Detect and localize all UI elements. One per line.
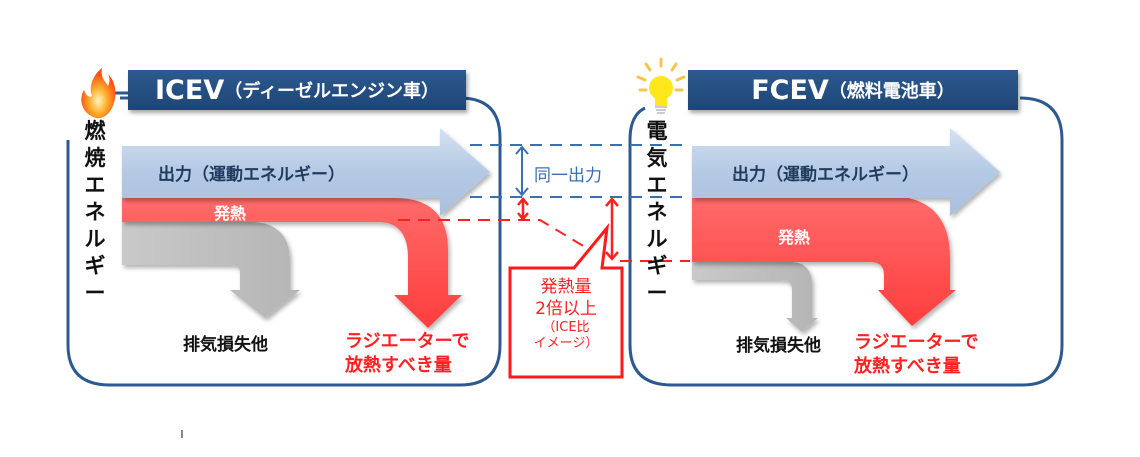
same-output-label: 同一出力	[534, 166, 602, 186]
flame-icon	[81, 68, 116, 119]
icev-title: ICEV （ディーゼルエンジン車）	[128, 70, 466, 110]
icev-loss-arrow	[122, 222, 300, 318]
fcev-title-sub: （燃料電池車）	[828, 81, 955, 102]
icev-loss-label: 排気損失他	[183, 335, 268, 355]
fcev-heat-double-arrow	[605, 197, 619, 261]
fcev-title-main: FCEV	[751, 74, 829, 106]
icev-heat-label: 発熱	[214, 204, 247, 223]
callout-box	[508, 223, 624, 379]
fcev-radiator-label: ラジエーターで 放熱すべき量	[854, 332, 979, 377]
lightbulb-icon	[636, 57, 686, 114]
fcev-output-arrow	[692, 128, 1000, 216]
same-output-double-arrow	[515, 145, 529, 197]
icev-heat-arrow	[122, 198, 462, 328]
fcev-input-energy-label: 電 気 エ ネ ル ギ ー	[646, 119, 668, 305]
icev-output-label: 出力（運動エネルギー）	[158, 165, 345, 185]
stray-mark	[181, 430, 183, 438]
fcev-heat-arrow	[692, 196, 956, 326]
fcev-output-label: 出力（運動エネルギー）	[732, 165, 919, 185]
callout-text: 発熱量 2倍以上 （ICE比 イメージ）	[533, 277, 599, 351]
icev-input-energy-label: 燃 焼 エ ネ ル ギ ー	[84, 119, 106, 305]
icev-title-main: ICEV	[155, 74, 225, 106]
fcev-loss-label: 排気損失他	[736, 336, 821, 356]
icev-heat-dashed-line	[398, 219, 591, 251]
icev-heat-double-arrow	[517, 197, 529, 221]
icev-output-arrow	[122, 128, 490, 216]
fcev-title: FCEV （燃料電池車）	[688, 70, 1018, 110]
fcev-frame	[628, 96, 1064, 387]
icev-title-sub: （ディーゼルエンジン車）	[224, 81, 439, 102]
fcev-heat-label: 発熱	[778, 228, 811, 247]
fcev-loss-arrow	[692, 262, 818, 332]
icev-radiator-label: ラジエーターで 放熱すべき量	[345, 331, 470, 376]
icev-frame	[66, 96, 502, 387]
